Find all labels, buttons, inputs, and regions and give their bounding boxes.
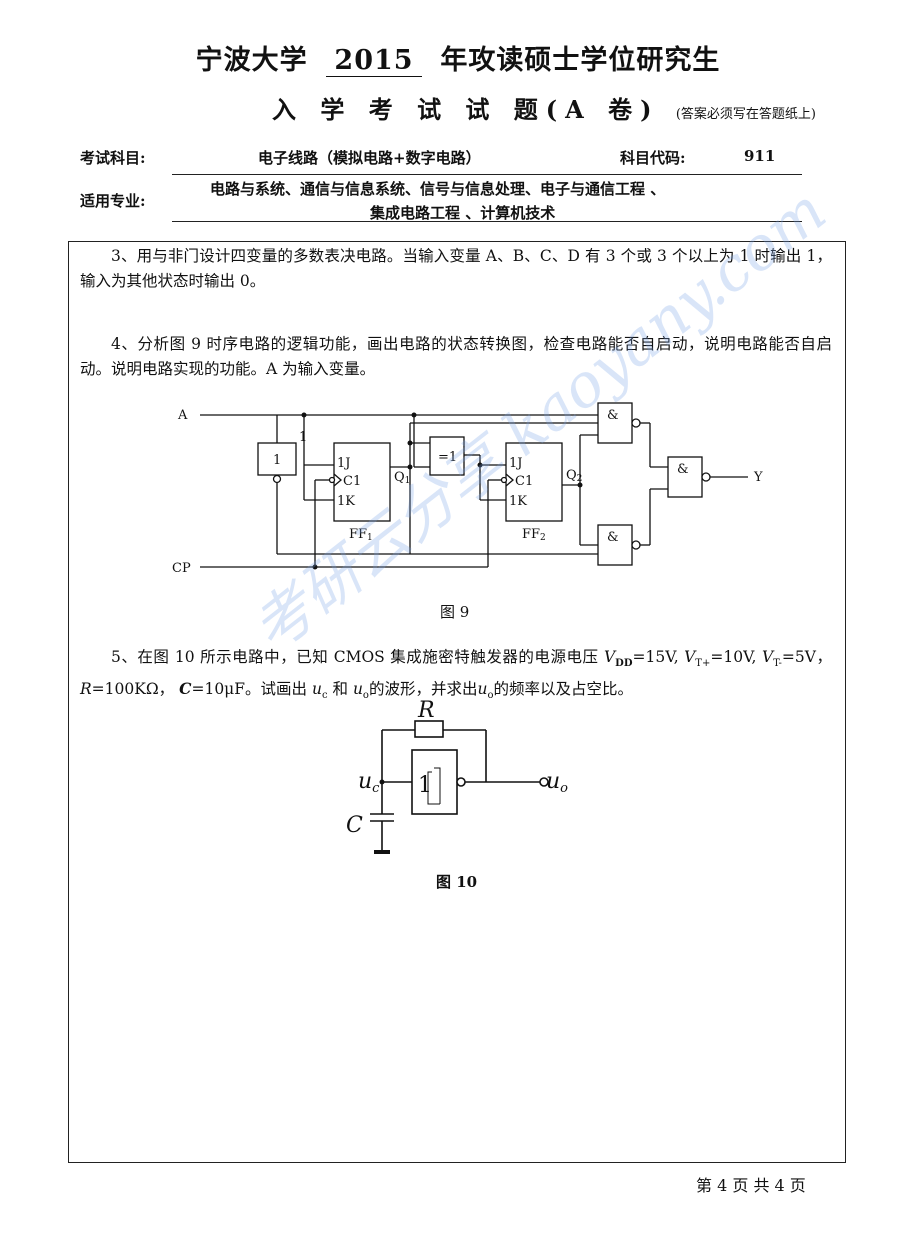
input-cp-label: CP — [172, 561, 191, 576]
subject-label: 考试科目: — [80, 149, 146, 167]
question-4: 4、分析图 9 时序电路的逻辑功能，画出电路的状态转换图，检查电路能否自启动，说… — [80, 335, 832, 378]
exam-note: (答案必须写在答题纸上) — [675, 107, 816, 122]
divider — [172, 221, 802, 222]
exam-title: 入 学 考 试 试 题(A 卷) (答案必须写在答题纸上) — [272, 95, 816, 124]
r-label: R — [417, 698, 435, 723]
code-label: 科目代码: — [620, 149, 686, 167]
page-title: 宁波大学 2015 年攻读硕士学位研究生 — [0, 38, 916, 77]
school-name: 宁波大学 — [195, 45, 308, 76]
ff2-c-label: C1 — [515, 474, 533, 489]
output-y-label: Y — [753, 470, 763, 485]
nand-top-label: & — [607, 408, 619, 423]
question-5: 5、在图 10 所示电路中，已知 CMOS 集成施密特触发器的电源电压 VDD=… — [80, 648, 832, 702]
ff2-k-label: 1K — [509, 494, 527, 509]
ff2-j-label: 1J — [509, 456, 522, 471]
page-footer: 第 4 页 共 4 页 — [696, 1176, 806, 1195]
gate-label: 1 — [418, 773, 432, 798]
content-box — [68, 241, 846, 1163]
xor-gate — [429, 436, 465, 476]
figure-10-caption: 图 10 — [436, 873, 478, 891]
one-label: 1 — [299, 430, 307, 445]
ff1-j-label: 1J — [337, 456, 350, 471]
ff2-name: FF2 — [522, 527, 546, 543]
nand-output-label: & — [677, 462, 689, 477]
ff1-k-label: 1K — [337, 494, 355, 509]
major-line-1: 电路与系统、通信与信息系统、信号与信息处理、电子与通信工程 、 — [210, 180, 666, 198]
title-rest: 年攻读硕士学位研究生 — [440, 45, 721, 76]
input-a-label: A — [177, 408, 188, 423]
ff1-name: FF1 — [349, 527, 373, 543]
figure-10-circuit: R C uc uo 1 — [346, 698, 568, 854]
q2-label: Q2 — [566, 468, 582, 484]
xor-label: =1 — [438, 450, 457, 465]
divider — [172, 174, 802, 175]
q1-label: Q1 — [394, 470, 410, 486]
buffer-label: 1 — [273, 453, 281, 468]
nand-bottom-label: & — [607, 530, 619, 545]
c-label: C — [346, 813, 363, 838]
question-3: 3、用与非门设计四变量的多数表决电路。当输入变量 A、B、C、D 有 3 个或 … — [80, 247, 832, 290]
code-value: 911 — [744, 147, 776, 165]
exam-year: 2015 — [326, 45, 422, 77]
major-line-2: 集成电路工程 、计算机技术 — [370, 204, 556, 222]
subject-value: 电子线路（模拟电路+数字电路） — [258, 149, 481, 167]
figure-9-caption: 图 9 — [440, 603, 470, 621]
ff1-c-label: C1 — [343, 474, 361, 489]
major-label: 适用专业: — [80, 192, 146, 210]
uo-label: uo — [546, 769, 568, 796]
figure-9-circuit: A CP Y 1 1 1J C1 1K 1J C1 1K FF1 FF2 Q1 … — [172, 402, 763, 576]
resistor — [414, 720, 444, 738]
uc-label: uc — [358, 769, 380, 796]
